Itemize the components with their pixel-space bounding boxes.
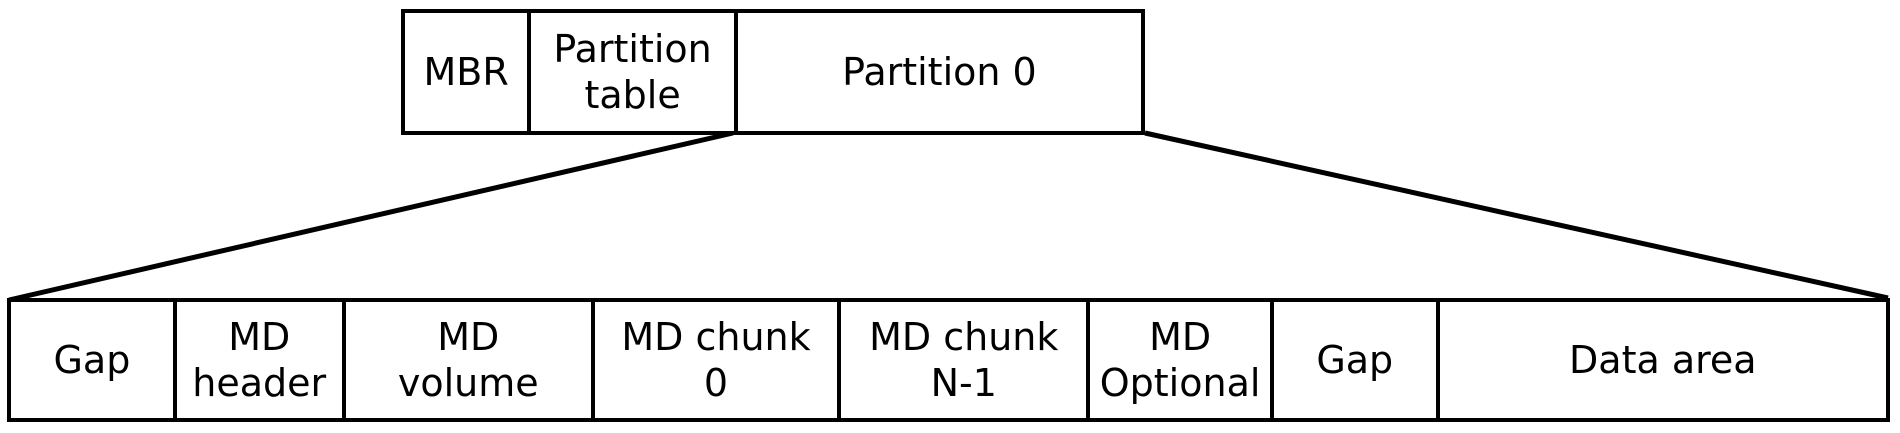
partition-0-expanded-row: Gap MD header MD volume MD chunk 0 MD ch… [7, 298, 1890, 422]
partition-cell-md-volume: MD volume [341, 302, 591, 418]
disk-cell-mbr: MBR [423, 50, 509, 94]
partition-cell-gap-leading: Gap [53, 338, 131, 382]
partition-cell-data-area: Data area [1435, 302, 1886, 418]
expansion-connector-left-line [8, 130, 734, 303]
partition-cell-md-chunk-n-1: MD chunk N-1 [837, 302, 1086, 418]
disk-cell-partition-table: Partition table [527, 13, 734, 131]
expansion-connector-right-line [1144, 130, 1889, 301]
disk-row: MBR Partition table Partition 0 [401, 9, 1145, 135]
partition-cell-md-header: MD header [172, 302, 342, 418]
disk-cell-partition-0: Partition 0 [733, 13, 1141, 131]
partition-cell-gap-trailing: Gap [1269, 302, 1436, 418]
partition-cell-md-optional: MD Optional [1086, 302, 1270, 418]
partition-cell-md-chunk-0: MD chunk 0 [590, 302, 837, 418]
